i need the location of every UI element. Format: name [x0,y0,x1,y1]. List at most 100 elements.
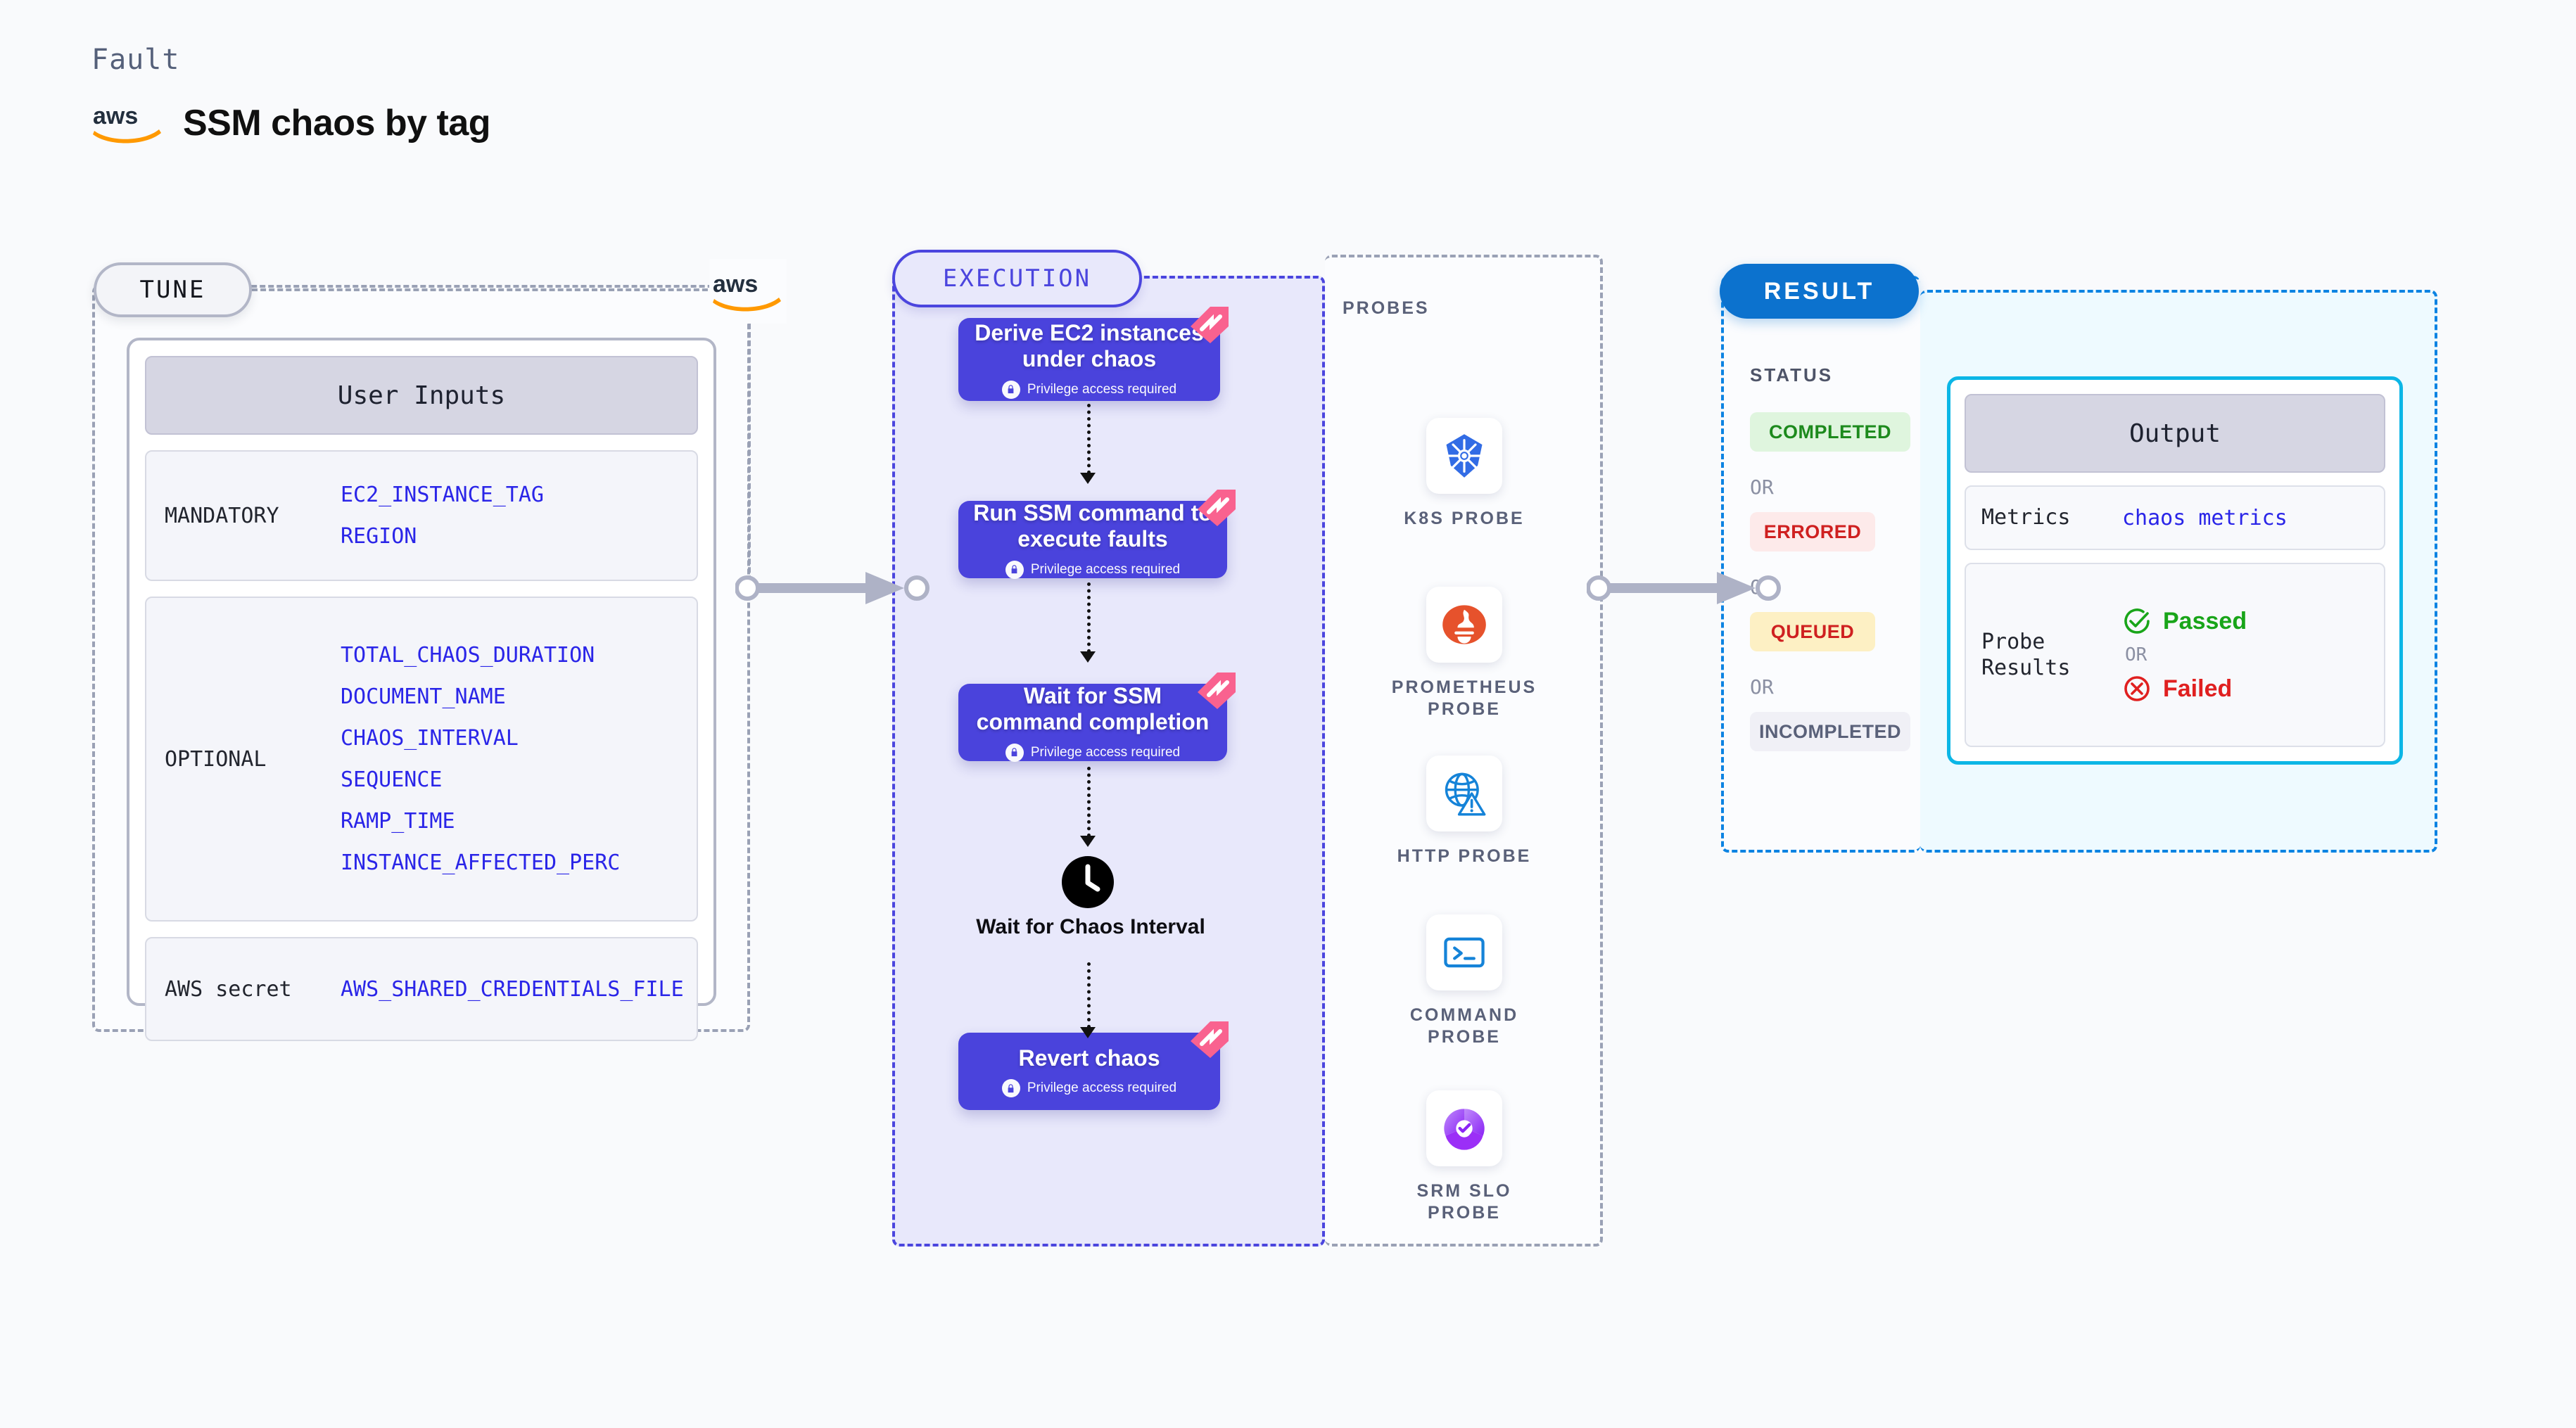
status-badge: COMPLETED [1750,412,1910,452]
page-header: Fault aws SSM chaos by tag [91,44,491,145]
param-item[interactable]: DOCUMENT_NAME [341,684,506,709]
flow-arrow [1087,962,1091,1028]
privilege-note: Privilege access required [1001,1079,1177,1098]
lock-icon [1005,560,1024,579]
result-panel [1721,276,1920,853]
probe-label: K8S PROBE [1404,509,1525,528]
probe-result-failed: Failed [2122,674,2368,703]
aws-logo-icon: aws [709,259,787,324]
param-item[interactable]: INSTANCE_AFFECTED_PERC [341,850,621,875]
chaos-fault-flag-icon [1193,488,1237,528]
flow-arrow-head [1080,836,1096,847]
passed-label: Passed [2163,607,2247,635]
lock-icon [1001,380,1020,399]
group-label-mandatory: MANDATORY [165,503,279,528]
privilege-note-label: Privilege access required [1030,561,1181,577]
execution-node[interactable]: Revert chaos Privilege access required [958,1021,1229,1110]
aws-dashed-line-down [748,324,751,598]
param-item[interactable]: REGION [341,524,417,549]
chaos-fault-flag-icon [1193,671,1237,710]
probe-result-passed: Passed [2122,606,2368,636]
wait-for-chaos-interval-label: Wait for Chaos Interval [976,915,1205,938]
metrics-value[interactable]: chaos metrics [2122,505,2288,530]
privilege-note: Privilege access required [1005,743,1181,762]
status-or-label: OR [1750,675,1774,699]
tune-aws-dashed-line [252,288,716,291]
probe-item[interactable]: HTTP PROBE [1380,756,1549,867]
svg-text:aws: aws [713,271,758,298]
flow-arrow-head [1080,473,1096,484]
lock-icon [1005,743,1024,762]
probe-results-label: Probe Results [1981,629,2071,681]
result-pill[interactable]: RESULT [1720,264,1919,319]
status-badge: ERRORED [1750,512,1875,552]
status-badge: QUEUED [1750,612,1875,651]
srm-slo-icon [1426,1090,1502,1166]
execution-node[interactable]: Wait for SSM command completion Privileg… [958,672,1236,762]
aws-secret-group: AWS secret AWS_SHARED_CREDENTIALS_FILE [145,937,698,1041]
kubernetes-icon [1426,418,1502,494]
flow-arrow [1087,767,1091,837]
probe-item[interactable]: SRM SLO PROBE [1380,1090,1549,1225]
result-pill-label: RESULT [1763,277,1875,305]
probe-result-or-label: OR [2125,644,2147,665]
execution-node-title: Revert chaos [1018,1045,1160,1071]
privilege-note-label: Privilege access required [1027,1080,1177,1096]
param-item[interactable]: AWS_SHARED_CREDENTIALS_FILE [341,976,684,1002]
metrics-label: Metrics [1981,505,2071,530]
http-globe-icon [1426,756,1502,831]
svg-text:aws: aws [93,103,138,129]
fault-eyebrow: Fault [91,44,180,76]
execution-pill-label: EXECUTION [942,264,1092,293]
execution-node-title: Derive EC2 instances under chaos [975,320,1204,371]
param-item[interactable]: EC2_INSTANCE_TAG [341,483,544,507]
privilege-note-label: Privilege access required [1030,744,1181,760]
param-item[interactable]: RAMP_TIME [341,809,455,834]
execution-node[interactable]: Derive EC2 instances under chaos Privile… [958,307,1229,401]
execution-node-title: Run SSM command to execute faults [973,500,1212,552]
mandatory-group: MANDATORY EC2_INSTANCE_TAG REGION [145,450,698,581]
aws-logo-icon: aws [91,101,165,145]
chaos-fault-flag-icon [1186,305,1230,345]
user-inputs-header: User Inputs [145,356,698,435]
check-circle-icon [2122,606,2152,636]
group-label-optional: OPTIONAL [165,746,267,772]
prometheus-icon [1426,587,1502,663]
connector-execution-to-result [1587,566,1784,610]
execution-node[interactable]: Run SSM command to execute faults Privil… [958,490,1236,579]
failed-label: Failed [2163,675,2233,702]
probe-label: COMMAND PROBE [1409,1005,1519,1047]
flow-arrow-head [1080,651,1096,663]
x-circle-icon [2122,674,2152,703]
page-title: SSM chaos by tag [183,103,491,144]
probe-label: HTTP PROBE [1397,846,1532,866]
user-inputs-card: User Inputs MANDATORY EC2_INSTANCE_TAG R… [127,338,716,1041]
output-header: Output [1965,394,2385,473]
optional-group: OPTIONAL TOTAL_CHAOS_DURATION DOCUMENT_N… [145,597,698,922]
status-or-label: OR [1750,476,1774,499]
param-item[interactable]: CHAOS_INTERVAL [341,726,519,751]
lock-icon [1001,1079,1020,1098]
probe-label: SRM SLO PROBE [1416,1181,1512,1223]
clock-icon [1061,855,1115,909]
probe-item[interactable]: COMMAND PROBE [1380,914,1549,1049]
flow-arrow [1087,404,1091,474]
tune-pill[interactable]: TUNE [94,262,252,317]
status-badge: INCOMPLETED [1750,712,1910,751]
group-label-aws-secret: AWS secret [165,976,292,1002]
flow-arrow [1087,582,1091,653]
terminal-icon [1426,914,1502,990]
privilege-note: Privilege access required [1005,560,1181,579]
metrics-row: Metrics chaos metrics [1965,485,2385,550]
probes-title: PROBES [1343,298,1430,318]
probe-item[interactable]: PROMETHEUS PROBE [1380,587,1549,721]
execution-pill[interactable]: EXECUTION [892,250,1142,307]
flow-arrow-head [1080,1027,1096,1038]
privilege-note-label: Privilege access required [1027,381,1177,397]
param-item[interactable]: TOTAL_CHAOS_DURATION [341,643,595,668]
probe-item[interactable]: K8S PROBE [1380,418,1549,530]
status-title: STATUS [1750,364,1834,385]
param-item[interactable]: SEQUENCE [341,767,443,792]
output-card: Output Metrics chaos metrics Probe Resul… [1947,376,2403,765]
privilege-note: Privilege access required [1001,380,1177,399]
